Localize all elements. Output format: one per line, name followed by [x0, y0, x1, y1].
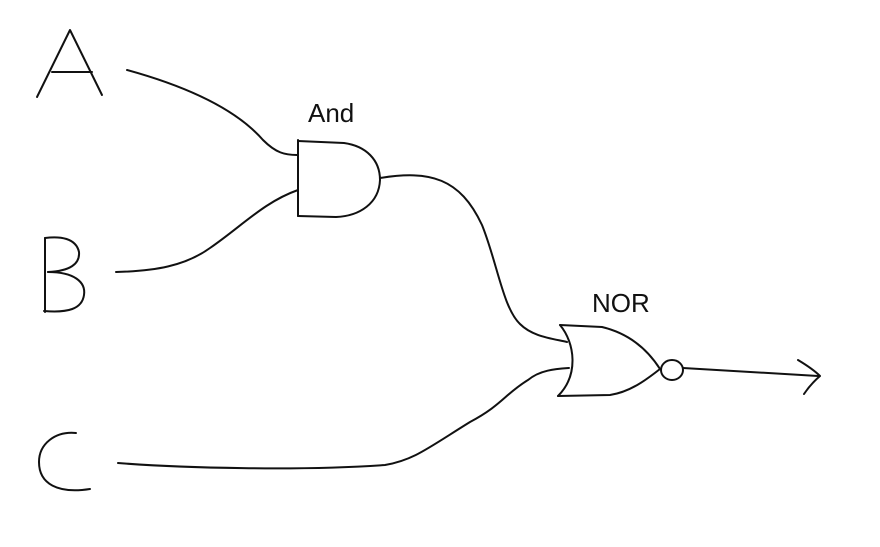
input-b-glyph — [43, 236, 86, 313]
and-gate: And — [297, 98, 381, 218]
input-c-glyph — [38, 431, 91, 492]
nor-gate: NOR — [557, 288, 684, 397]
wire-and-to-nor — [379, 174, 568, 343]
input-a-glyph — [36, 29, 103, 98]
wire-nor-output — [682, 367, 819, 377]
nor-gate-label: NOR — [592, 288, 650, 318]
and-gate-label: And — [308, 98, 354, 128]
wire-c-to-nor — [117, 367, 570, 470]
wire-b-to-and — [115, 189, 299, 273]
wire-a-to-and — [126, 69, 298, 156]
nor-inversion-bubble — [660, 359, 684, 381]
output-arrow-icon — [797, 359, 821, 395]
